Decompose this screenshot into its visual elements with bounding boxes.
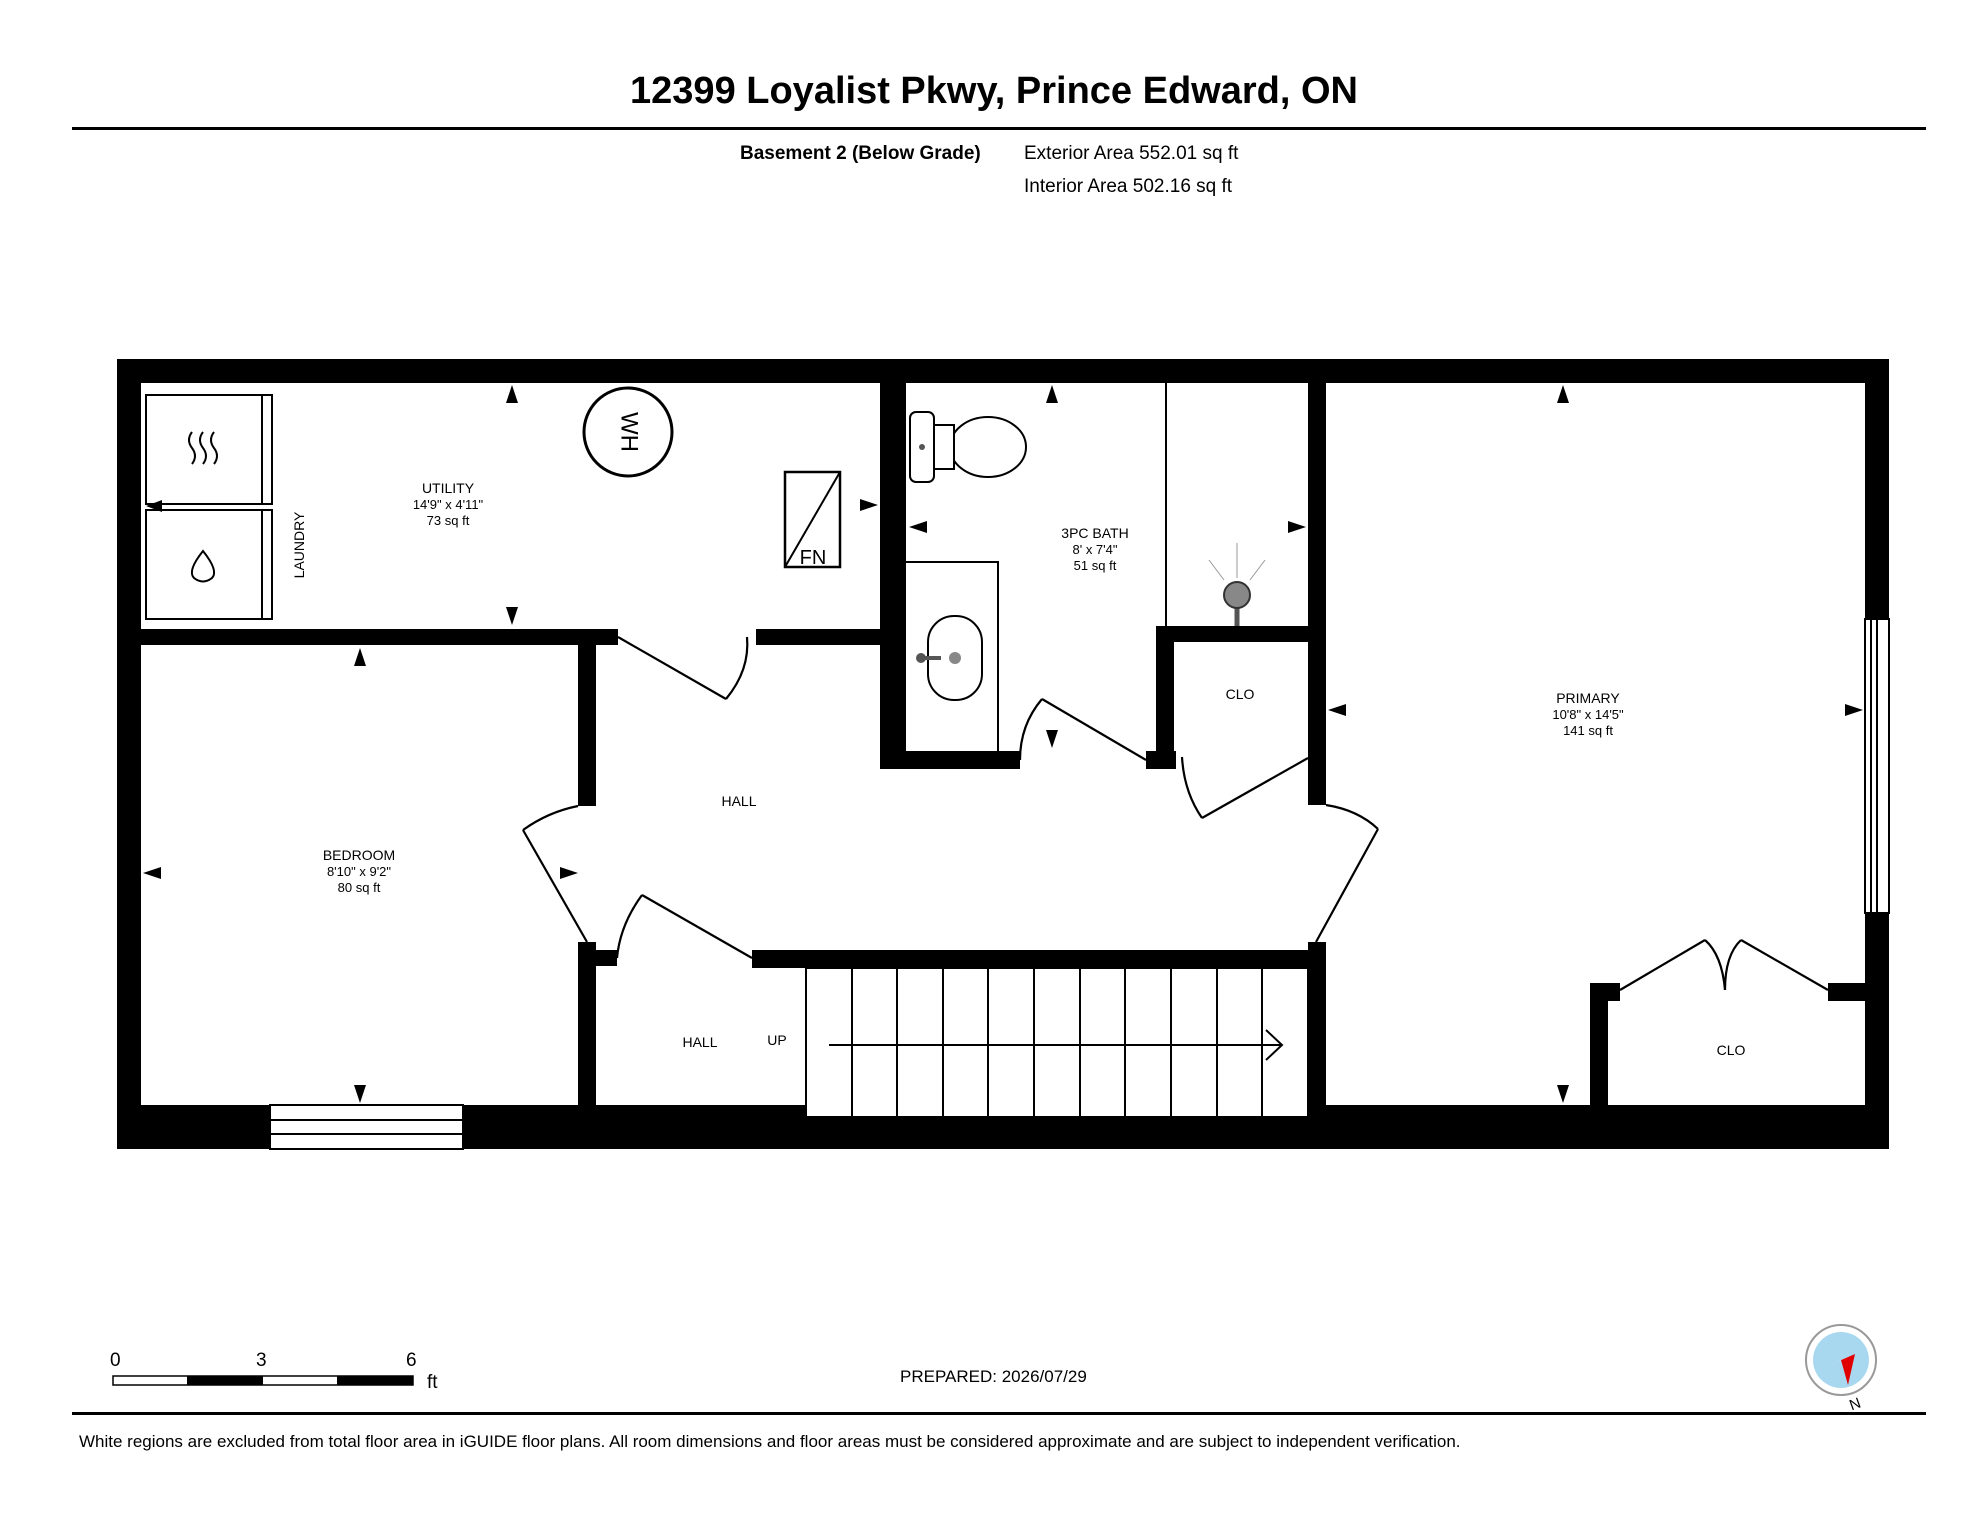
water-heater-icon: WH <box>582 386 674 478</box>
compass-icon: N <box>1805 1324 1877 1414</box>
dimension-arrows <box>143 385 1863 1103</box>
exterior-walls <box>117 359 1889 1149</box>
prepared-date: PREPARED: 2026/07/29 <box>900 1367 1087 1386</box>
water-heater-label: WH <box>616 412 643 452</box>
stairs-up-label: UP <box>767 1032 786 1048</box>
scale-bar <box>112 1375 414 1386</box>
primary-area: 141 sq ft <box>1563 723 1613 738</box>
utility-area: 73 sq ft <box>427 513 470 528</box>
bath-area: 51 sq ft <box>1074 558 1117 573</box>
primary-dims: 10'8" x 14'5" <box>1552 707 1624 722</box>
furnace-label: FN <box>800 547 827 569</box>
bedroom-dims: 8'10" x 9'2" <box>327 864 391 879</box>
furnace-icon: FN <box>783 470 842 569</box>
bedroom-name: BEDROOM <box>323 847 395 863</box>
closet-bath-name: CLO <box>1226 686 1255 702</box>
bedroom-area: 80 sq ft <box>338 880 381 895</box>
doors <box>522 636 1829 991</box>
footer-disclaimer: White regions are excluded from total fl… <box>79 1432 1461 1451</box>
footer-rule <box>72 1412 1926 1415</box>
scale-unit: ft <box>427 1372 438 1393</box>
hall-main-name: HALL <box>721 793 756 809</box>
utility-dims: 14'9" x 4'11" <box>413 497 484 512</box>
scale-tick-0: 0 <box>110 1350 121 1371</box>
interior-area: Interior Area 502.16 sq ft <box>1024 176 1233 197</box>
primary-window <box>1864 618 1890 914</box>
washer-icon <box>145 509 273 620</box>
interior-walls <box>141 383 1865 1127</box>
scale-tick-3: 3 <box>256 1350 267 1371</box>
stairs <box>805 967 1309 1118</box>
header-rule <box>72 127 1926 130</box>
hall-stair-name: HALL <box>682 1034 717 1050</box>
scale-tick-6: 6 <box>406 1350 417 1371</box>
level-name: Basement 2 (Below Grade) <box>740 143 981 164</box>
light-fixture-icon <box>1208 543 1266 626</box>
address-title: 12399 Loyalist Pkwy, Prince Edward, ON <box>630 70 1358 112</box>
toilet-icon <box>909 411 1027 483</box>
dryer-icon <box>145 394 273 505</box>
closet-primary-name: CLO <box>1717 1042 1746 1058</box>
bath-name: 3PC BATH <box>1061 525 1128 541</box>
bath-dims: 8' x 7'4" <box>1073 542 1118 557</box>
utility-name: UTILITY <box>422 480 475 496</box>
primary-name: PRIMARY <box>1556 690 1620 706</box>
bedroom-window <box>269 1104 464 1150</box>
exterior-area: Exterior Area 552.01 sq ft <box>1024 143 1239 164</box>
sink-icon <box>906 561 999 751</box>
laundry-label: LAUNDRY <box>291 511 307 578</box>
